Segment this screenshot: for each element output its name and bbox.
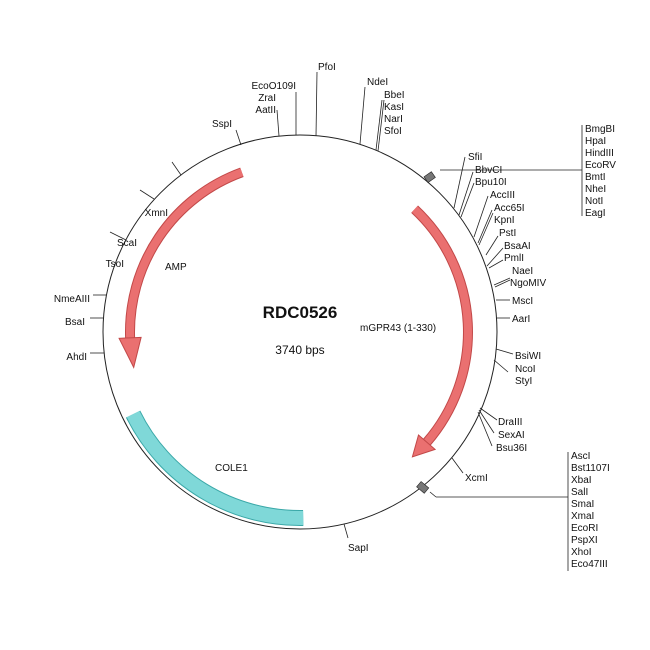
plasmid-size: 3740 bps	[275, 343, 324, 357]
site-label: KpnI	[494, 215, 515, 226]
site-label: HpaI	[585, 136, 606, 147]
site-label: NmeAIII	[54, 294, 90, 305]
site-label: BbvCI	[475, 165, 502, 176]
site-label: NheI	[585, 184, 606, 195]
site-label: SfiI	[468, 152, 482, 163]
site-label: StyI	[515, 376, 532, 387]
site-label: Bst1107I	[571, 463, 610, 474]
amp-arrow	[118, 167, 244, 369]
site-label: BbeI	[384, 90, 405, 101]
site-label: NgoMIV	[510, 278, 546, 289]
site-label: BmgBI	[585, 124, 615, 135]
mcs1-labels: BmgBI HpaI HindIII EcoRV BmtI NheI NotI …	[585, 124, 616, 219]
site-label: SfoI	[384, 126, 402, 137]
site-label: AarI	[512, 314, 530, 325]
site-label: SspI	[212, 119, 232, 130]
feature-label-cole1: COLE1	[215, 463, 248, 474]
site-ticks	[90, 71, 583, 571]
site-label: NcoI	[515, 364, 536, 375]
site-label: EcoRV	[585, 160, 616, 171]
site-label: HindIII	[585, 148, 614, 159]
site-label: XmnI	[145, 208, 168, 219]
site-label: MscI	[512, 296, 533, 307]
site-label: AccIII	[490, 190, 515, 201]
backbone-circle	[102, 134, 498, 530]
site-label: Acc65I	[494, 203, 525, 214]
site-label: SapI	[348, 543, 369, 554]
site-label: BmtI	[585, 172, 606, 183]
cole1-feature	[126, 411, 304, 526]
site-label: ZraI	[258, 93, 276, 104]
feature-label-amp: AMP	[165, 262, 187, 273]
site-label: XcmI	[465, 473, 488, 484]
site-label: ScaI	[117, 238, 137, 249]
site-label: NarI	[384, 114, 403, 125]
site-label: TsoI	[106, 259, 124, 270]
site-label: Bsu36I	[496, 443, 527, 454]
site-label: PspXI	[571, 535, 598, 546]
site-label: XbaI	[571, 475, 592, 486]
site-label: AscI	[571, 451, 590, 462]
site-label: EcoO109I	[252, 81, 296, 92]
site-label: NotI	[585, 196, 603, 207]
site-label: BsaI	[65, 317, 85, 328]
site-label: BsiWI	[515, 351, 541, 362]
site-label: SexAI	[498, 430, 525, 441]
site-label: XhoI	[571, 547, 592, 558]
site-label: EcoRI	[571, 523, 598, 534]
site-label: Bpu10I	[475, 177, 507, 188]
site-label: XmaI	[571, 511, 594, 522]
site-label: BsaAI	[504, 241, 531, 252]
site-label: NdeI	[367, 77, 388, 88]
site-label: Eco47III	[571, 559, 608, 570]
site-label: AhdI	[66, 352, 87, 363]
site-label: DraIII	[498, 417, 522, 428]
site-label: PfoI	[318, 62, 336, 73]
plasmid-name: RDC0526	[263, 303, 338, 322]
site-label: KasI	[384, 102, 404, 113]
mcs2-labels: AscI Bst1107I XbaI SalI SmaI XmaI EcoRI …	[571, 451, 610, 570]
site-label: SmaI	[571, 499, 594, 510]
gpr43-arrow	[411, 205, 473, 458]
site-label: PmlI	[504, 253, 524, 264]
site-label: SalI	[571, 487, 588, 498]
site-label: AatII	[255, 105, 276, 116]
feature-label-gpr43: mGPR43 (1-330)	[360, 323, 436, 334]
site-label: NaeI	[512, 266, 533, 277]
site-label: PstI	[499, 228, 516, 239]
site-label: EagI	[585, 208, 606, 219]
